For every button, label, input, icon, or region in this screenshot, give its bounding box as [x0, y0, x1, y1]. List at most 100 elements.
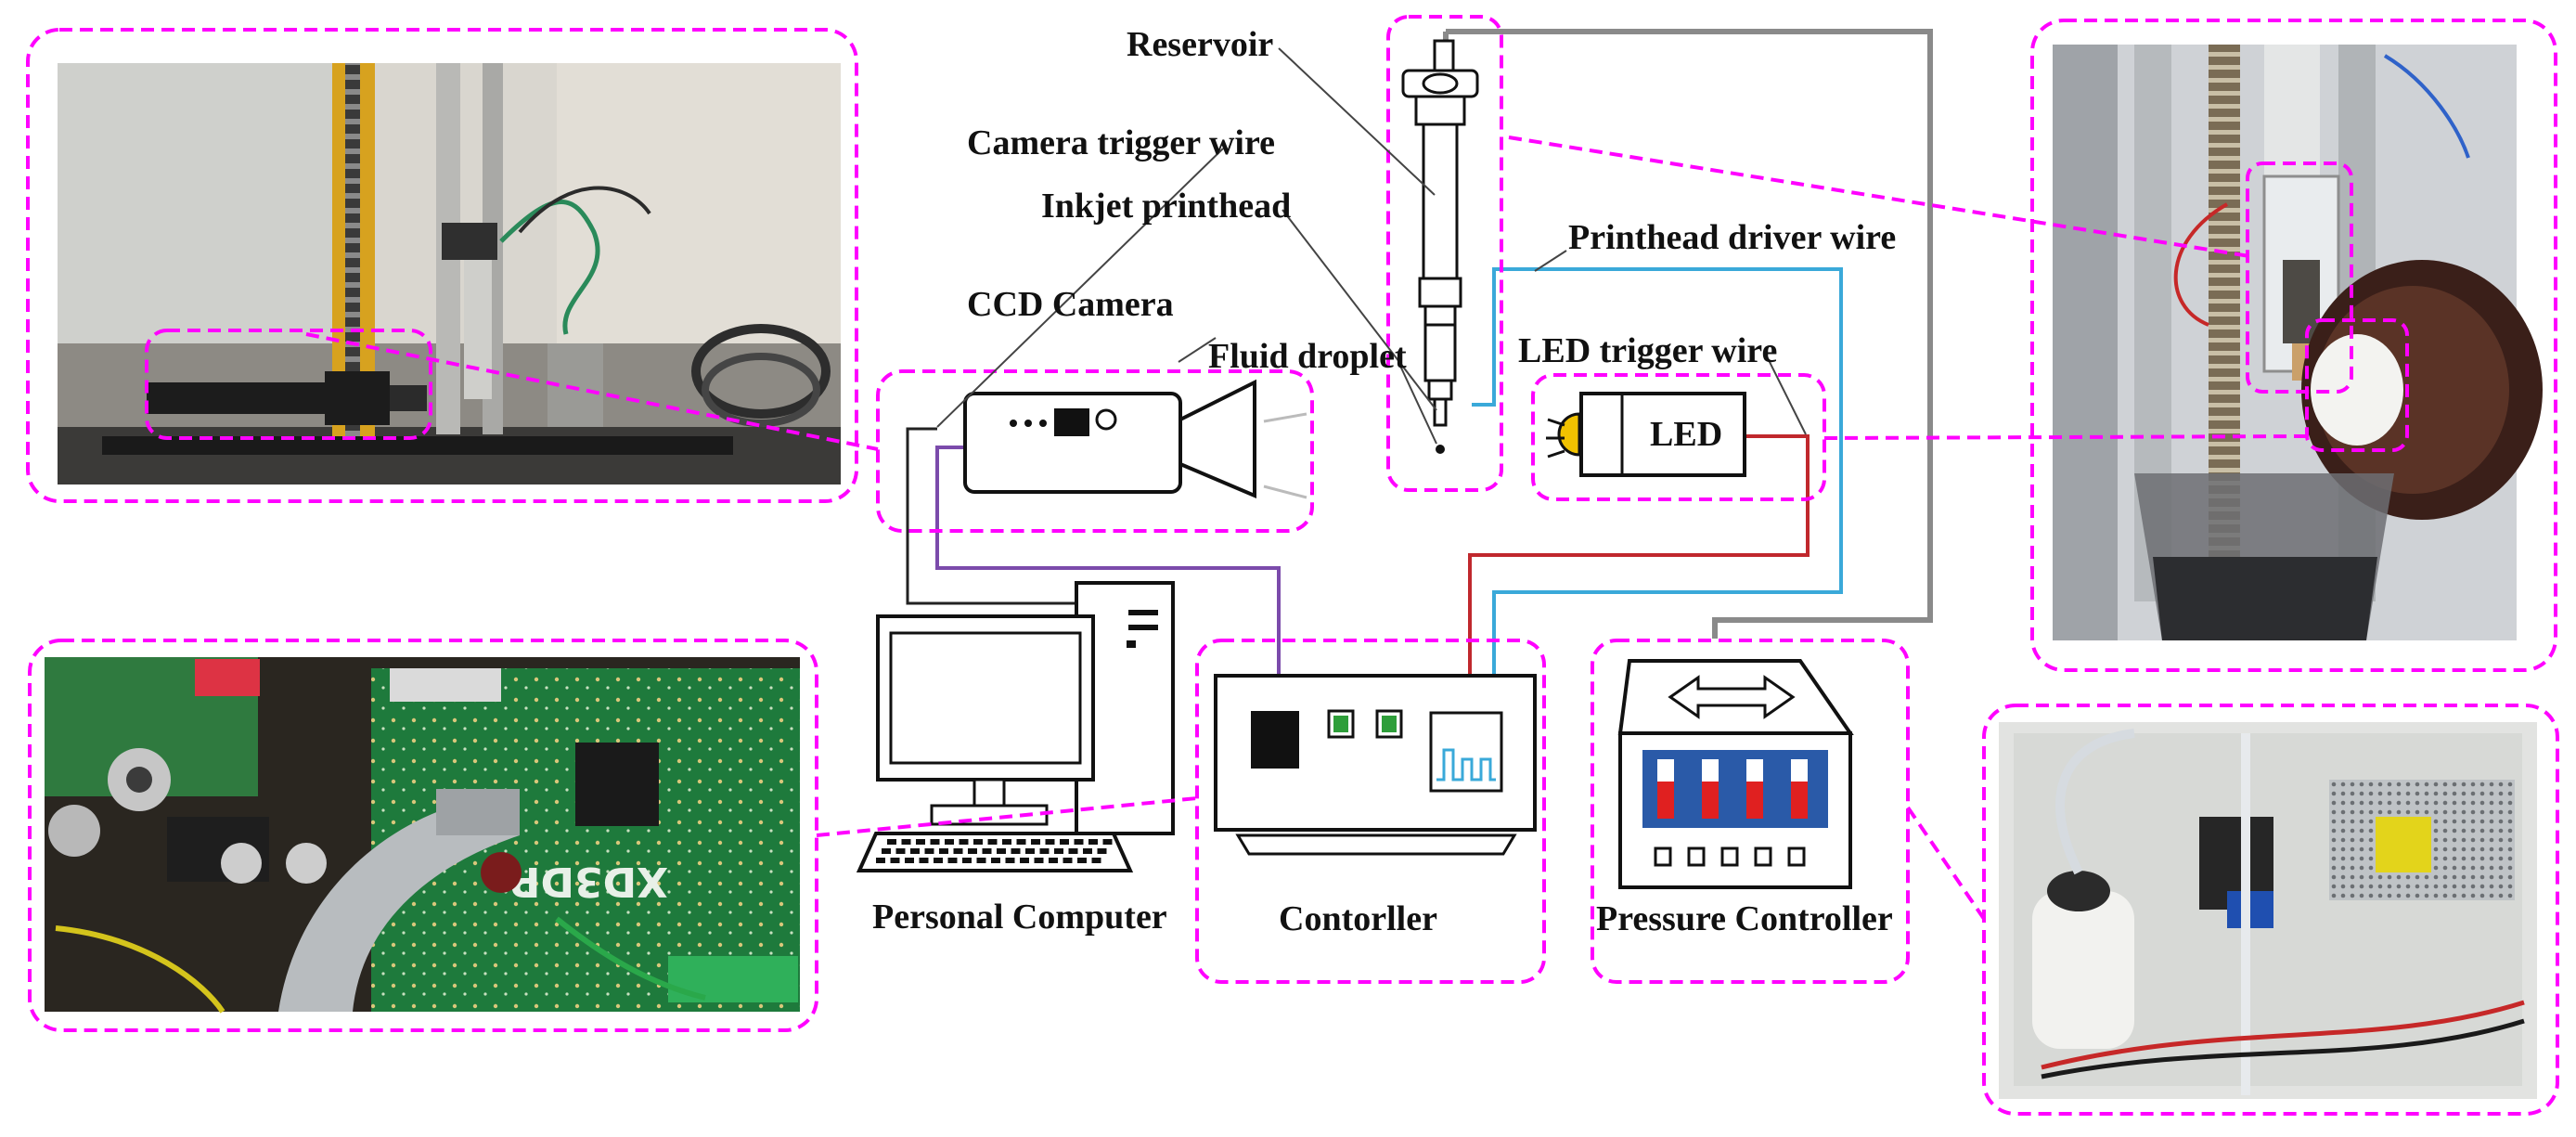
- keyboard-key: [1077, 858, 1087, 863]
- keyboard-key: [887, 839, 896, 845]
- keyboard-key: [1020, 858, 1029, 863]
- highlight-box-pressure-controller: [1591, 639, 1910, 984]
- photo-control-board: XD3DP: [45, 657, 800, 1014]
- pressure-controller-button: [1787, 846, 1806, 867]
- keyboard-key: [895, 848, 906, 854]
- highlight-box-rig-photo: [26, 28, 858, 503]
- keyboard-key: [1016, 839, 1026, 845]
- camera-body: [963, 392, 1182, 494]
- keyboard-key: [939, 848, 948, 854]
- pressure-controller: [1617, 659, 1854, 889]
- highlight-box-pressure-photo: [1982, 704, 2559, 1116]
- label-pressure-controller: Pressure Controller: [1596, 899, 1893, 938]
- pressure-line: [1446, 29, 1933, 639]
- keyboard-key: [1063, 858, 1073, 863]
- keyboard-key: [997, 848, 1006, 854]
- reservoir-tube: [1422, 123, 1459, 284]
- pressure-controller-button: [1654, 846, 1672, 867]
- keyboard-key: [968, 848, 977, 854]
- camera-trigger-wire: [906, 427, 1162, 605]
- highlight-box-printhead-closeup: [2246, 162, 2353, 394]
- keyboard-key: [1049, 858, 1058, 863]
- led-bulb: [1557, 412, 1581, 457]
- callout-printhead: [1508, 136, 2250, 258]
- keyboard-key: [924, 848, 934, 854]
- label-fluid-droplet: Fluid droplet: [1208, 337, 1407, 376]
- pressure-slider-level: [1702, 782, 1719, 819]
- leader-ccd-camera: [1178, 337, 1217, 363]
- pressure-controller-button: [1720, 846, 1739, 867]
- highlight-box-camera: [876, 369, 1314, 533]
- keyboard-key: [910, 848, 920, 854]
- camera-controller-wire: [935, 446, 1281, 676]
- pressure-slider-level: [1746, 782, 1763, 819]
- photo-experimental-rig: [58, 63, 841, 485]
- keyboard-key: [976, 858, 986, 863]
- keyboard-key: [1083, 848, 1092, 854]
- keyboard-key: [959, 839, 969, 845]
- keyboard-key: [1097, 848, 1107, 854]
- keyboard-key: [1060, 839, 1069, 845]
- label-personal-computer: Personal Computer: [872, 898, 1167, 937]
- pressure-controller-button: [1687, 846, 1706, 867]
- callout-pressure: [1906, 806, 1986, 921]
- keyboard-key: [882, 848, 891, 854]
- callout-rig-camera: [305, 332, 879, 451]
- keyboard-key: [1074, 839, 1084, 845]
- keyboard-key: [1068, 848, 1078, 854]
- keyboard-key: [901, 839, 911, 845]
- label-reservoir: Reservoir: [1127, 25, 1273, 64]
- controller-display: [1251, 711, 1299, 769]
- keyboard-key: [1088, 839, 1098, 845]
- keyboard-key: [876, 858, 885, 863]
- label-printhead-driver-wire: Printhead driver wire: [1568, 218, 1896, 257]
- keyboard-key: [987, 839, 998, 845]
- pressure-controller-button: [1754, 846, 1772, 867]
- highlight-box-printhead-photo: [2030, 19, 2557, 672]
- keyboard-key: [991, 858, 1000, 863]
- led-trigger-wire: [1468, 434, 1810, 676]
- keyboard-key: [1025, 848, 1035, 854]
- highlight-box-rig-camera: [145, 329, 432, 440]
- nozzle: [1433, 397, 1448, 427]
- keyboard-key: [1039, 848, 1050, 854]
- highlight-box-led: [1531, 373, 1826, 501]
- personal-computer: [856, 581, 1175, 872]
- keyboard-key: [1005, 858, 1015, 863]
- photo-printhead-closeup: [2053, 45, 2543, 640]
- keyboard-key: [934, 858, 943, 863]
- keyboard-key: [905, 858, 914, 863]
- keyboard-key: [953, 848, 963, 854]
- keyboard-key: [945, 839, 954, 845]
- leader-camera-trigger: [936, 148, 1224, 428]
- double-arrow-icon: [1668, 675, 1796, 719]
- highlight-box-controller: [1195, 639, 1546, 984]
- pressure-slider-level: [1657, 782, 1674, 819]
- leader-led-trigger: [1764, 352, 1807, 435]
- label-led: LED: [1650, 415, 1722, 454]
- keyboard-key: [890, 858, 900, 863]
- keyboard-key: [962, 858, 972, 863]
- controller: [1214, 674, 1537, 856]
- pressure-slider-level: [1791, 782, 1808, 819]
- leader-printhead-driver: [1534, 250, 1567, 272]
- keyboard-key: [1034, 858, 1044, 863]
- keyboard-key: [973, 839, 983, 845]
- keyboard-key: [1102, 839, 1113, 845]
- svg-text:XD3DP: XD3DP: [510, 858, 668, 905]
- label-led-trigger-wire: LED trigger wire: [1518, 331, 1777, 370]
- keyboard-key: [1011, 848, 1021, 854]
- highlight-box-printhead: [1386, 15, 1503, 492]
- photo-pressure-box: [1999, 722, 2537, 1099]
- leader-fluid-droplet: [1398, 363, 1437, 445]
- keyboard-key: [930, 839, 940, 845]
- highlight-box-board-photo: [28, 639, 818, 1032]
- led-unit: [1546, 392, 1746, 477]
- camera-lens: [1179, 379, 1256, 499]
- printhead-driver-wire: [1472, 267, 1843, 676]
- fluid-droplet-dot: [1436, 445, 1445, 454]
- leader-reservoir: [1278, 47, 1436, 196]
- keyboard-key: [919, 858, 929, 863]
- ccd-camera: [963, 379, 1307, 499]
